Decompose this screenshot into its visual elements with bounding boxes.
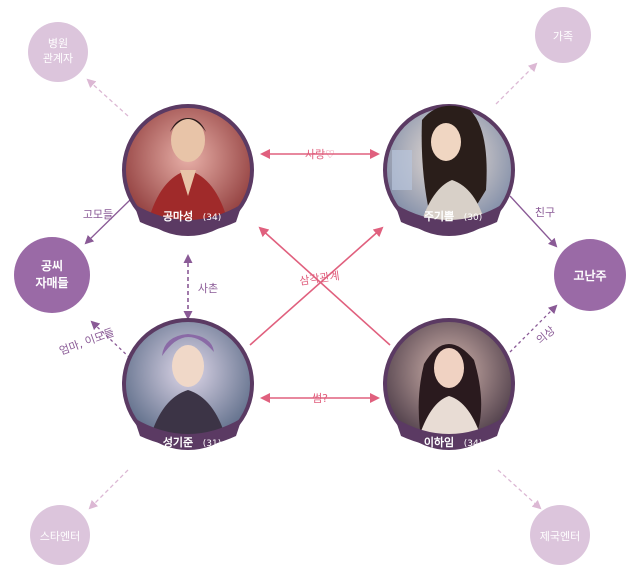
node-jeguk-ent-label: 제국엔터 [540, 530, 580, 543]
character-seong-gijun-age: (31) [203, 439, 221, 449]
node-family: 가족 [535, 7, 591, 63]
family-line [495, 62, 538, 105]
triangle-line-1 [249, 226, 384, 346]
love-label: 사랑♡ [305, 148, 335, 161]
node-gong-sisters: 공씨 자매들 [14, 237, 90, 313]
mom-aunts-label: 엄마, 이모들 [58, 326, 117, 358]
node-gong-sisters-line1: 공씨 [41, 259, 63, 273]
portrait-seong-gijun [150, 334, 226, 438]
gomo-line [84, 199, 131, 245]
mom-line [90, 320, 131, 359]
node-gong-sisters-line2: 자매들 [35, 275, 68, 290]
node-hospital-line1: 병원 [48, 37, 68, 50]
character-seong-gijun-name: 성기준 [163, 435, 193, 449]
friend-label: 친구 [535, 206, 555, 219]
node-go-nanju: 고난주 [554, 239, 626, 311]
character-gong-maseong: 공마성 (34) [122, 104, 254, 236]
triangle-line-2 [258, 226, 391, 346]
node-family-label: 가족 [553, 30, 573, 43]
node-go-nanju-label: 고난주 [573, 269, 606, 283]
character-lee-haim-age: (34) [464, 439, 482, 449]
cousin-label: 사촌 [198, 282, 218, 295]
some-label: 썸? [312, 392, 328, 405]
portrait-gong-maseong [148, 118, 228, 222]
node-hospital: 병원 관계자 [28, 22, 88, 82]
triangle-label: 삼각관계 [299, 269, 341, 288]
friend-line [509, 195, 558, 248]
character-lee-haim-name: 이하임 [424, 435, 454, 449]
character-ju-gippeum-age: (30) [464, 213, 482, 223]
node-hospital-line2: 관계자 [43, 52, 73, 65]
character-lee-haim: 이하임 (34) [383, 318, 515, 450]
star-ent-line [88, 469, 129, 510]
jeguk-ent-line [497, 469, 542, 510]
hospital-line [86, 78, 129, 117]
character-seong-gijun: 성기준 (31) [122, 318, 254, 450]
node-star-ent: 스타엔터 [30, 505, 90, 565]
gomo-label: 고모들 [83, 208, 113, 221]
node-star-ent-label: 스타엔터 [40, 530, 80, 543]
portrait-ju-gippeum [392, 105, 487, 226]
lover-label: 의상 [534, 324, 558, 347]
portrait-lee-haim [418, 343, 482, 440]
character-gong-maseong-name: 공마성 [163, 209, 193, 223]
character-gong-maseong-age: (34) [203, 213, 221, 223]
node-jeguk-ent: 제국엔터 [530, 505, 590, 565]
lover-line [509, 304, 558, 353]
character-ju-gippeum-name: 주기쁨 [424, 209, 454, 223]
character-ju-gippeum: 주기쁨 (30) [383, 104, 515, 236]
